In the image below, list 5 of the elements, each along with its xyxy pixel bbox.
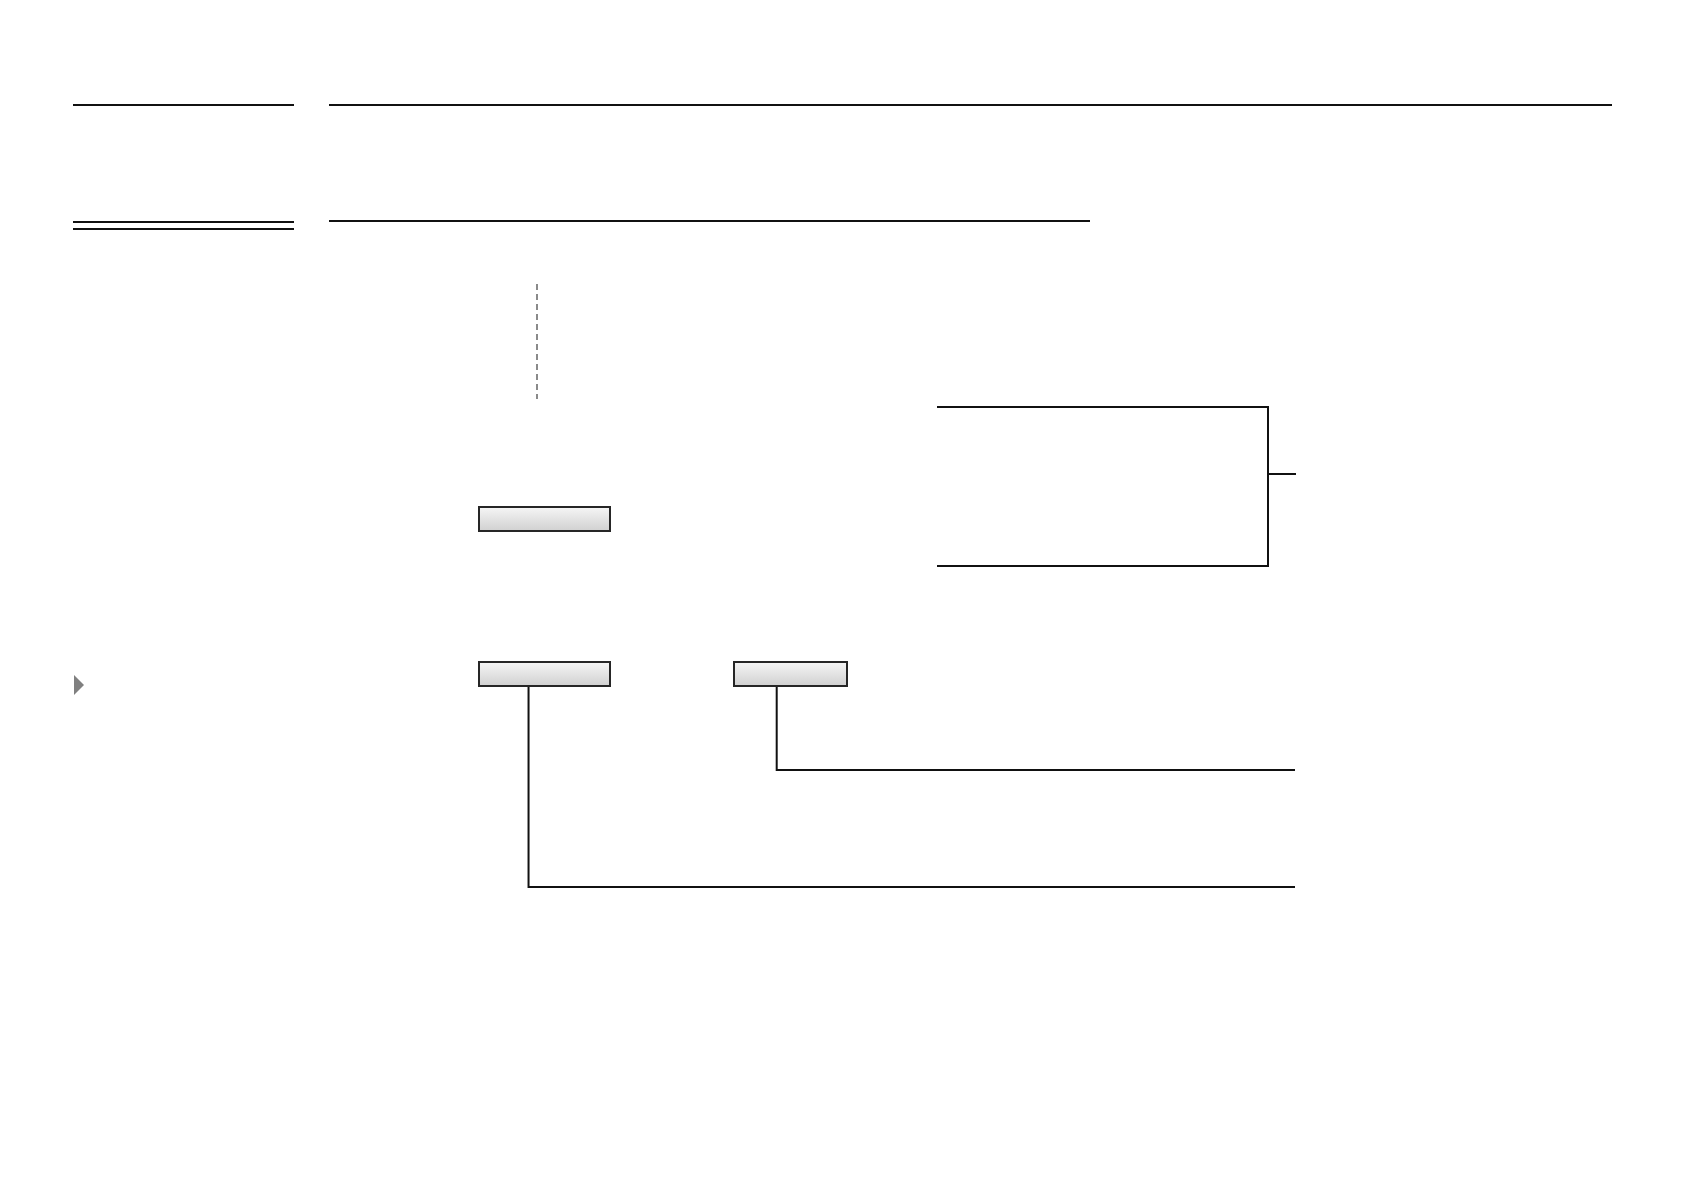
bar-box — [478, 661, 611, 687]
connector-line — [775, 686, 1296, 771]
connector-line — [527, 686, 1296, 888]
bar-box — [733, 661, 848, 687]
bar-box — [478, 506, 611, 532]
